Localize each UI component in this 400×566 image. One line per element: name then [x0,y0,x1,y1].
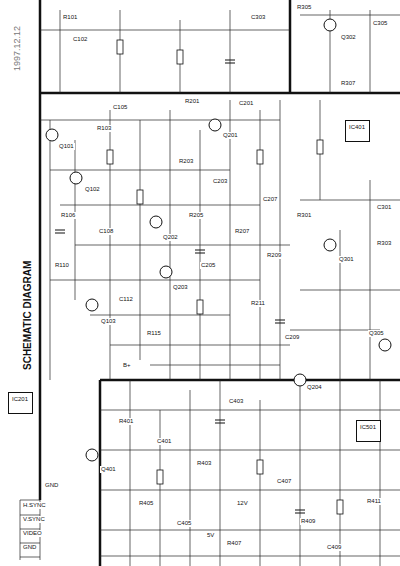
part-label: R305 [296,4,312,11]
part-label: C108 [98,228,114,235]
part-label: R411 [366,498,382,505]
pin-label: VIDEO [22,530,43,537]
part-label: C305 [372,20,388,27]
part-label: Q305 [368,330,385,337]
part-label: R101 [62,14,78,21]
part-label: R301 [296,212,312,219]
part-label: GND [44,482,59,489]
part-label: R203 [178,158,194,165]
part-label: R207 [234,228,250,235]
ic-name: IC401 [349,124,366,131]
part-label: R303 [376,240,392,247]
part-label: C403 [228,398,244,405]
part-label: R307 [340,80,356,87]
capacitor-symbol [55,60,305,513]
wire [20,10,400,566]
part-label: R209 [266,252,282,259]
part-label: Q204 [306,384,323,391]
part-label: C405 [176,520,192,527]
part-label: C207 [262,196,278,203]
part-label: C409 [326,544,342,551]
pin-label: H.SYNC [22,502,47,509]
part-label: Q103 [100,318,117,325]
part-label: C112 [118,296,134,303]
part-label: R201 [184,98,200,105]
part-label: R103 [96,125,112,132]
part-label: C303 [250,14,266,21]
part-label: R211 [250,300,266,307]
date-stamp: 1997.12.12 [14,25,21,72]
part-label: C407 [276,478,292,485]
part-label: Q301 [338,256,355,263]
part-label: R106 [60,212,76,219]
part-label: 12V [236,500,249,507]
part-label: R405 [138,500,154,507]
pin-label: V.SYNC [22,516,46,523]
part-label: C209 [284,334,300,341]
part-label: Q201 [222,132,239,139]
part-label: 5V [206,532,215,539]
part-label: C301 [376,204,392,211]
part-label: R115 [146,330,162,337]
part-label: R205 [188,212,204,219]
part-label: R403 [196,460,212,467]
part-label: Q401 [100,466,117,473]
pin-label: GND [22,544,37,551]
ic-name: IC201 [12,396,29,403]
part-label: C401 [156,438,172,445]
part-label: Q302 [340,34,357,41]
frame-line [40,0,400,566]
part-label: R110 [54,262,70,269]
diagram-title: SCHEMATIC DIAGRAM [22,261,33,370]
part-label: C205 [200,262,216,269]
part-label: C203 [212,178,228,185]
part-label: C102 [72,36,88,43]
part-label: B+ [122,362,132,369]
ic-box: IC401 [345,120,370,142]
ic-box: IC501 [356,420,381,442]
part-label: Q101 [58,143,75,150]
ic-name: IC501 [360,424,377,431]
part-label: R409 [300,518,316,525]
part-label: Q202 [162,234,179,241]
ic-box: IC201 [8,392,33,414]
part-label: C201 [238,100,254,107]
resistor-symbol [107,40,343,514]
transistor-symbol [46,19,391,461]
part-label: Q102 [84,186,101,193]
part-label: C105 [112,104,128,111]
part-label: Q203 [172,284,189,291]
part-label: R401 [118,418,134,425]
part-label: R407 [226,540,242,547]
